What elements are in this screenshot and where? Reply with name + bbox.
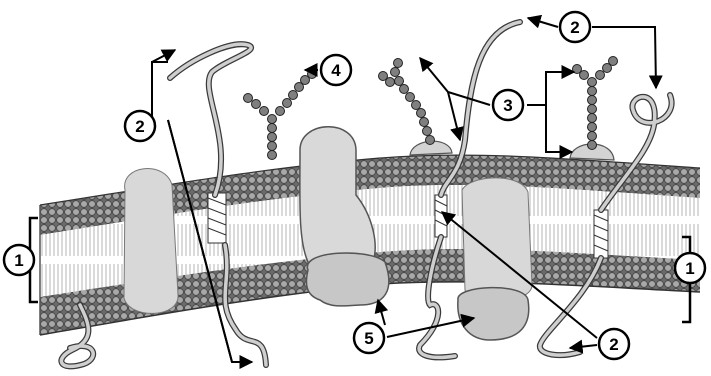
leader-5	[378, 300, 385, 325]
callout-peripheral: 5	[354, 323, 384, 353]
glycoprotein-chain-right	[573, 57, 618, 150]
callout-label: 5	[364, 329, 373, 348]
callout-glycoprotein: 3	[493, 90, 523, 120]
transmembrane-helix-left	[208, 193, 226, 243]
callout-label: 2	[570, 18, 579, 37]
callout-label: 1	[14, 251, 23, 270]
peripheral-protein-center	[306, 253, 388, 306]
transmembrane-helix-right	[594, 210, 608, 258]
callout-glycolipid: 4	[321, 55, 351, 85]
callout-label: 2	[609, 335, 618, 354]
callout-label: 4	[331, 61, 341, 80]
leader-2-top	[528, 18, 558, 27]
embedded-protein-left	[124, 169, 178, 314]
embedded-protein-right	[458, 178, 532, 340]
callout-label: 3	[503, 96, 512, 115]
callout-bilayer-left: 1	[4, 245, 34, 275]
callout-transmembrane-bottom: 2	[599, 329, 629, 359]
callout-bilayer-right: 1	[675, 253, 705, 283]
callout-label: 1	[685, 259, 694, 278]
transmembrane-helix-mid	[435, 195, 447, 237]
callout-transmembrane-top: 2	[560, 12, 590, 42]
glycoprotein-chain-left	[379, 59, 435, 145]
callout-label: 2	[135, 117, 144, 136]
callout-transmembrane-left: 2	[125, 111, 155, 141]
